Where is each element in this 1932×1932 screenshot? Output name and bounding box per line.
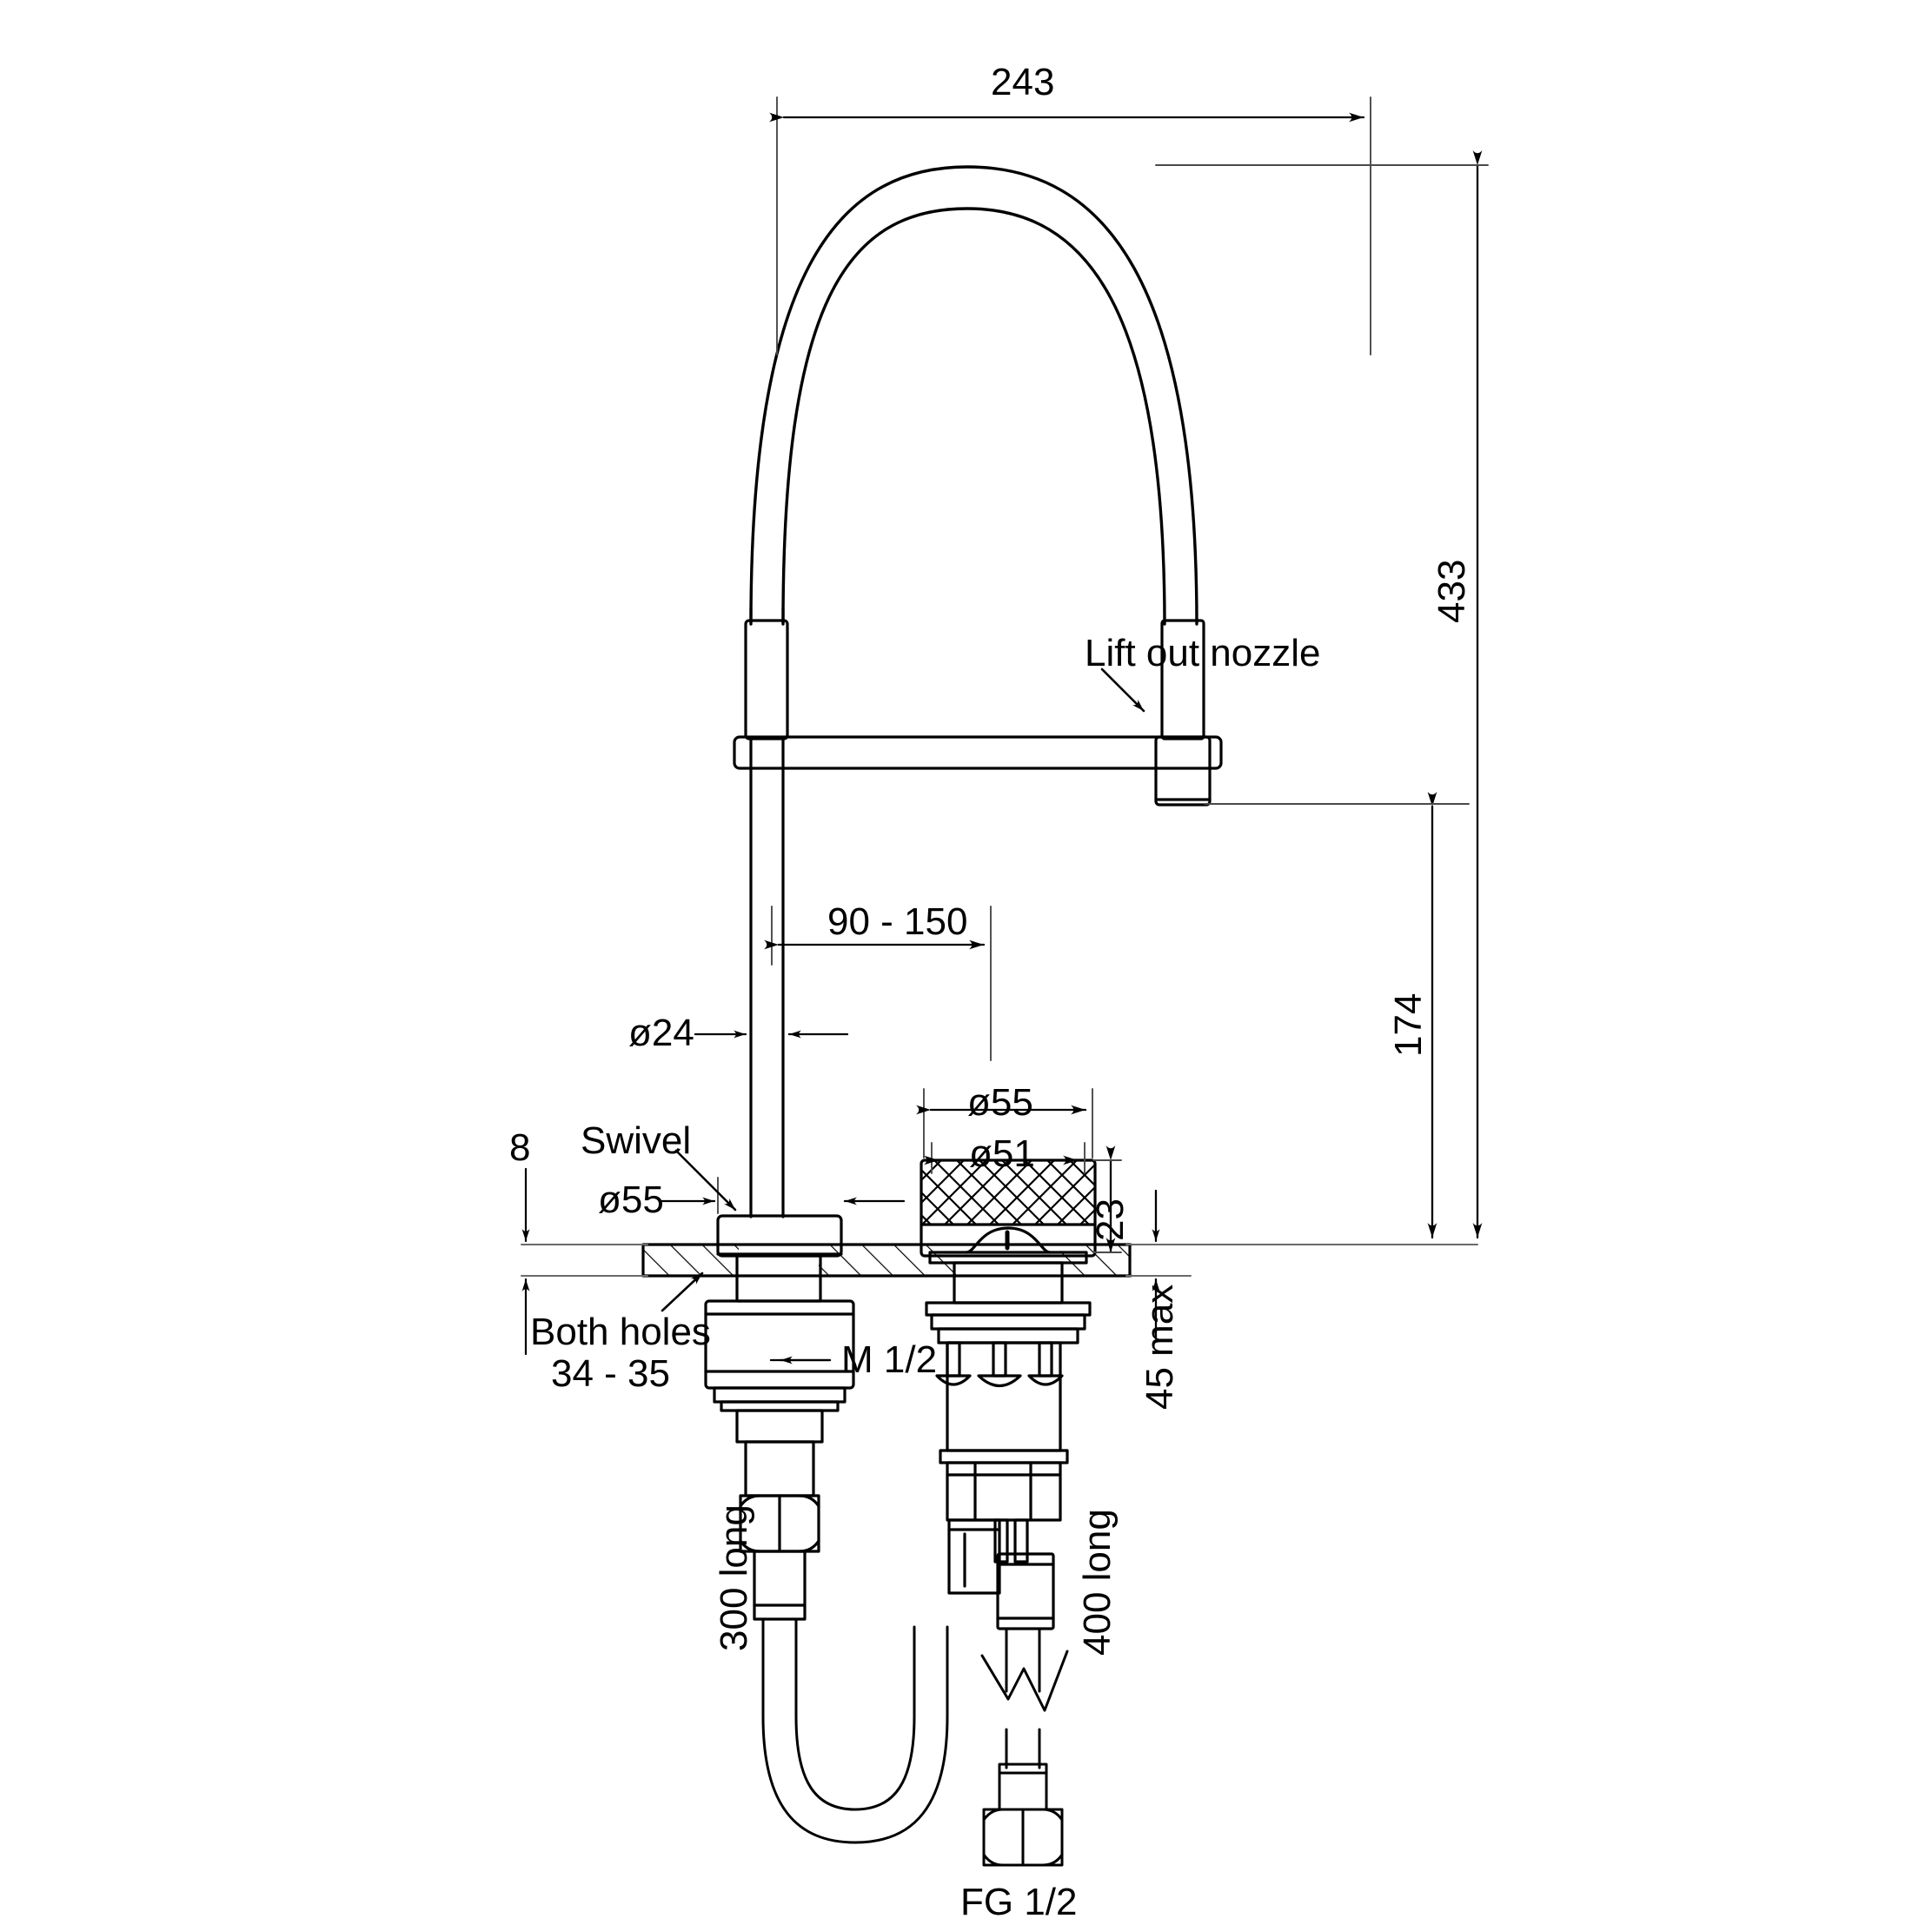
dim-label-flange-thickness: 8 [509, 1126, 531, 1169]
swivel-deck-assembly [704, 1214, 855, 1621]
handle-valve-assembly [920, 1159, 1097, 1630]
annotation-swivel: Swivel [581, 1119, 692, 1162]
annotation-thread-m12: M 1/2 [841, 1338, 938, 1381]
dim-label-handle-height: 23 [1089, 1198, 1132, 1241]
dim-label-spout-height: 174 [1387, 993, 1430, 1057]
spout-riser [744, 607, 789, 1218]
dim-reach-range [771, 906, 992, 1061]
dim-label-overall-width: 243 [991, 61, 1055, 103]
spout-cross-bar [733, 735, 1223, 770]
annotation-both-holes-line1: Both holes [530, 1311, 711, 1353]
annotation-both-holes-line2: 34 - 35 [551, 1352, 670, 1395]
valve-pins [935, 1341, 1064, 1388]
dim-label-handle-outer-diameter: ø55 [967, 1081, 1033, 1124]
dim-label-max-counter-thickness: 45 max [1139, 1284, 1181, 1410]
leader-swivel [674, 1149, 737, 1212]
annotation-hose-left-length: 300 long [713, 1504, 755, 1651]
hex-nut-bottom [982, 1808, 1064, 1867]
dim-label-tube-diameter: ø24 [628, 1012, 694, 1054]
dim-label-reach-range: 90 - 150 [827, 900, 968, 943]
spout-arc [749, 165, 1198, 626]
dim-label-handle-inner-diameter: ø51 [969, 1132, 1035, 1175]
annotation-hose-fitting: FG 1/2 [960, 1881, 1078, 1923]
dim-overall-width [776, 96, 1371, 355]
annotation-hose-right-length: 400 long [1076, 1509, 1119, 1656]
dim-handle-outer [923, 1088, 1093, 1159]
dim-label-overall-height: 433 [1431, 559, 1473, 623]
leader-both-holes [661, 1271, 704, 1312]
deck-reference-lines [521, 1244, 1478, 1277]
annotation-lift-out-nozzle: Lift out nozzle [1085, 632, 1321, 674]
flex-hose-right [980, 1627, 1069, 1867]
flex-hose-left [761, 1617, 949, 1844]
counter-top-section [641, 1243, 1133, 1278]
leader-lift-out-nozzle [1100, 667, 1145, 713]
dim-label-swivel-base-diameter: ø55 [598, 1178, 664, 1221]
